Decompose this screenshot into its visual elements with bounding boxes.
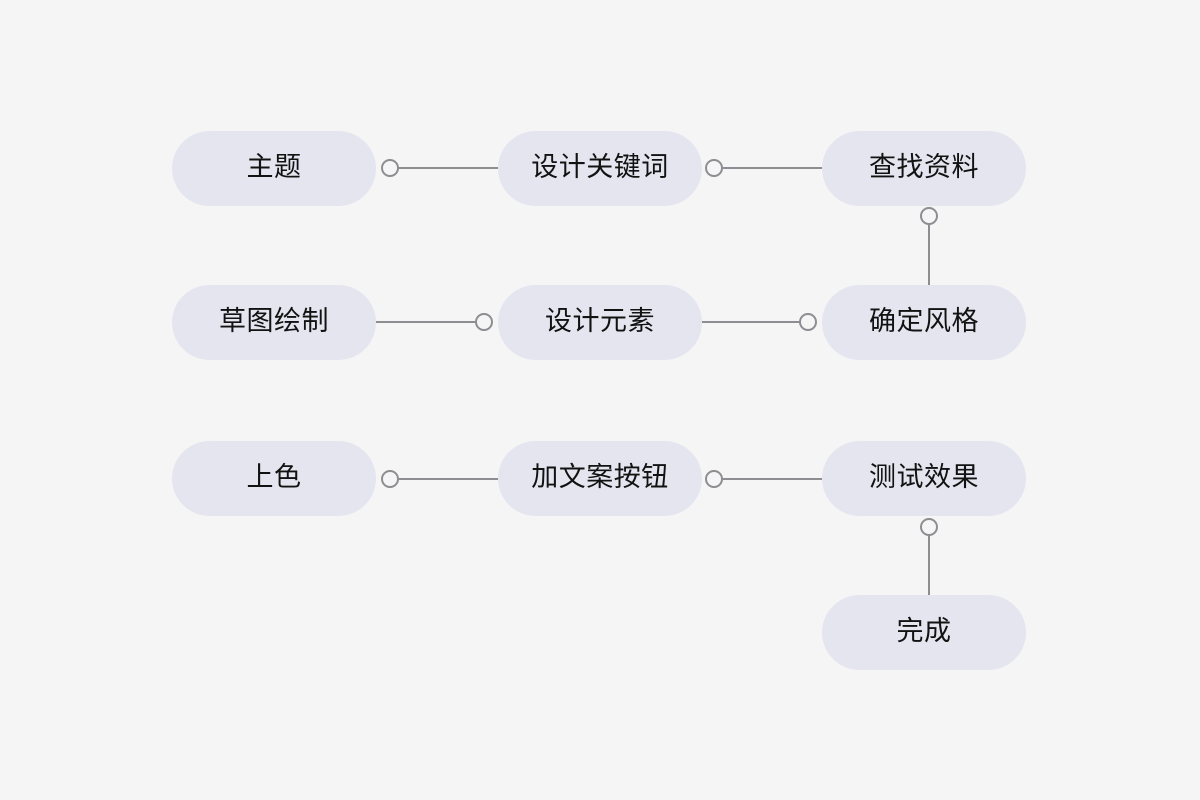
flow-node-label: 确定风格: [869, 306, 979, 336]
connector-n8-to-n9: [705, 470, 822, 488]
flow-node-label: 完成: [896, 616, 952, 646]
flow-node-n7[interactable]: 上色: [172, 441, 376, 516]
flow-node-n4[interactable]: 草图绘制: [172, 285, 376, 360]
flow-node-label: 加文案按钮: [531, 462, 669, 492]
flow-node-n3[interactable]: 查找资料: [822, 131, 1026, 206]
connector-n4-to-n5: [376, 313, 493, 331]
flow-node-n9[interactable]: 测试效果: [822, 441, 1026, 516]
flow-node-n5[interactable]: 设计元素: [498, 285, 702, 360]
connector-n3-to-n6: [920, 207, 938, 285]
flow-node-label: 查找资料: [869, 152, 979, 182]
connector-dot: [705, 159, 723, 177]
flow-node-label: 上色: [246, 462, 302, 492]
flow-node-n6[interactable]: 确定风格: [822, 285, 1026, 360]
connector-dot: [799, 313, 817, 331]
connector-dot: [475, 313, 493, 331]
flow-node-n10[interactable]: 完成: [822, 595, 1026, 670]
flow-node-n1[interactable]: 主题: [172, 131, 376, 206]
connector-dot: [381, 470, 399, 488]
connector-dot: [705, 470, 723, 488]
connector-n9-to-n10: [920, 518, 938, 595]
connector-n5-to-n6: [702, 313, 817, 331]
flow-node-label: 主题: [246, 152, 302, 182]
connector-n2-to-n3: [705, 159, 822, 177]
connector-dot: [381, 159, 399, 177]
flow-node-n2[interactable]: 设计关键词: [498, 131, 702, 206]
flow-node-label: 设计关键词: [531, 152, 669, 182]
connector-dot: [920, 518, 938, 536]
flow-node-label: 测试效果: [869, 462, 979, 492]
connector-dot: [920, 207, 938, 225]
connector-n1-to-n2: [381, 159, 498, 177]
flow-node-label: 草图绘制: [219, 306, 329, 336]
flow-node-n8[interactable]: 加文案按钮: [498, 441, 702, 516]
flow-node-label: 设计元素: [545, 306, 655, 336]
connector-n7-to-n8: [381, 470, 498, 488]
